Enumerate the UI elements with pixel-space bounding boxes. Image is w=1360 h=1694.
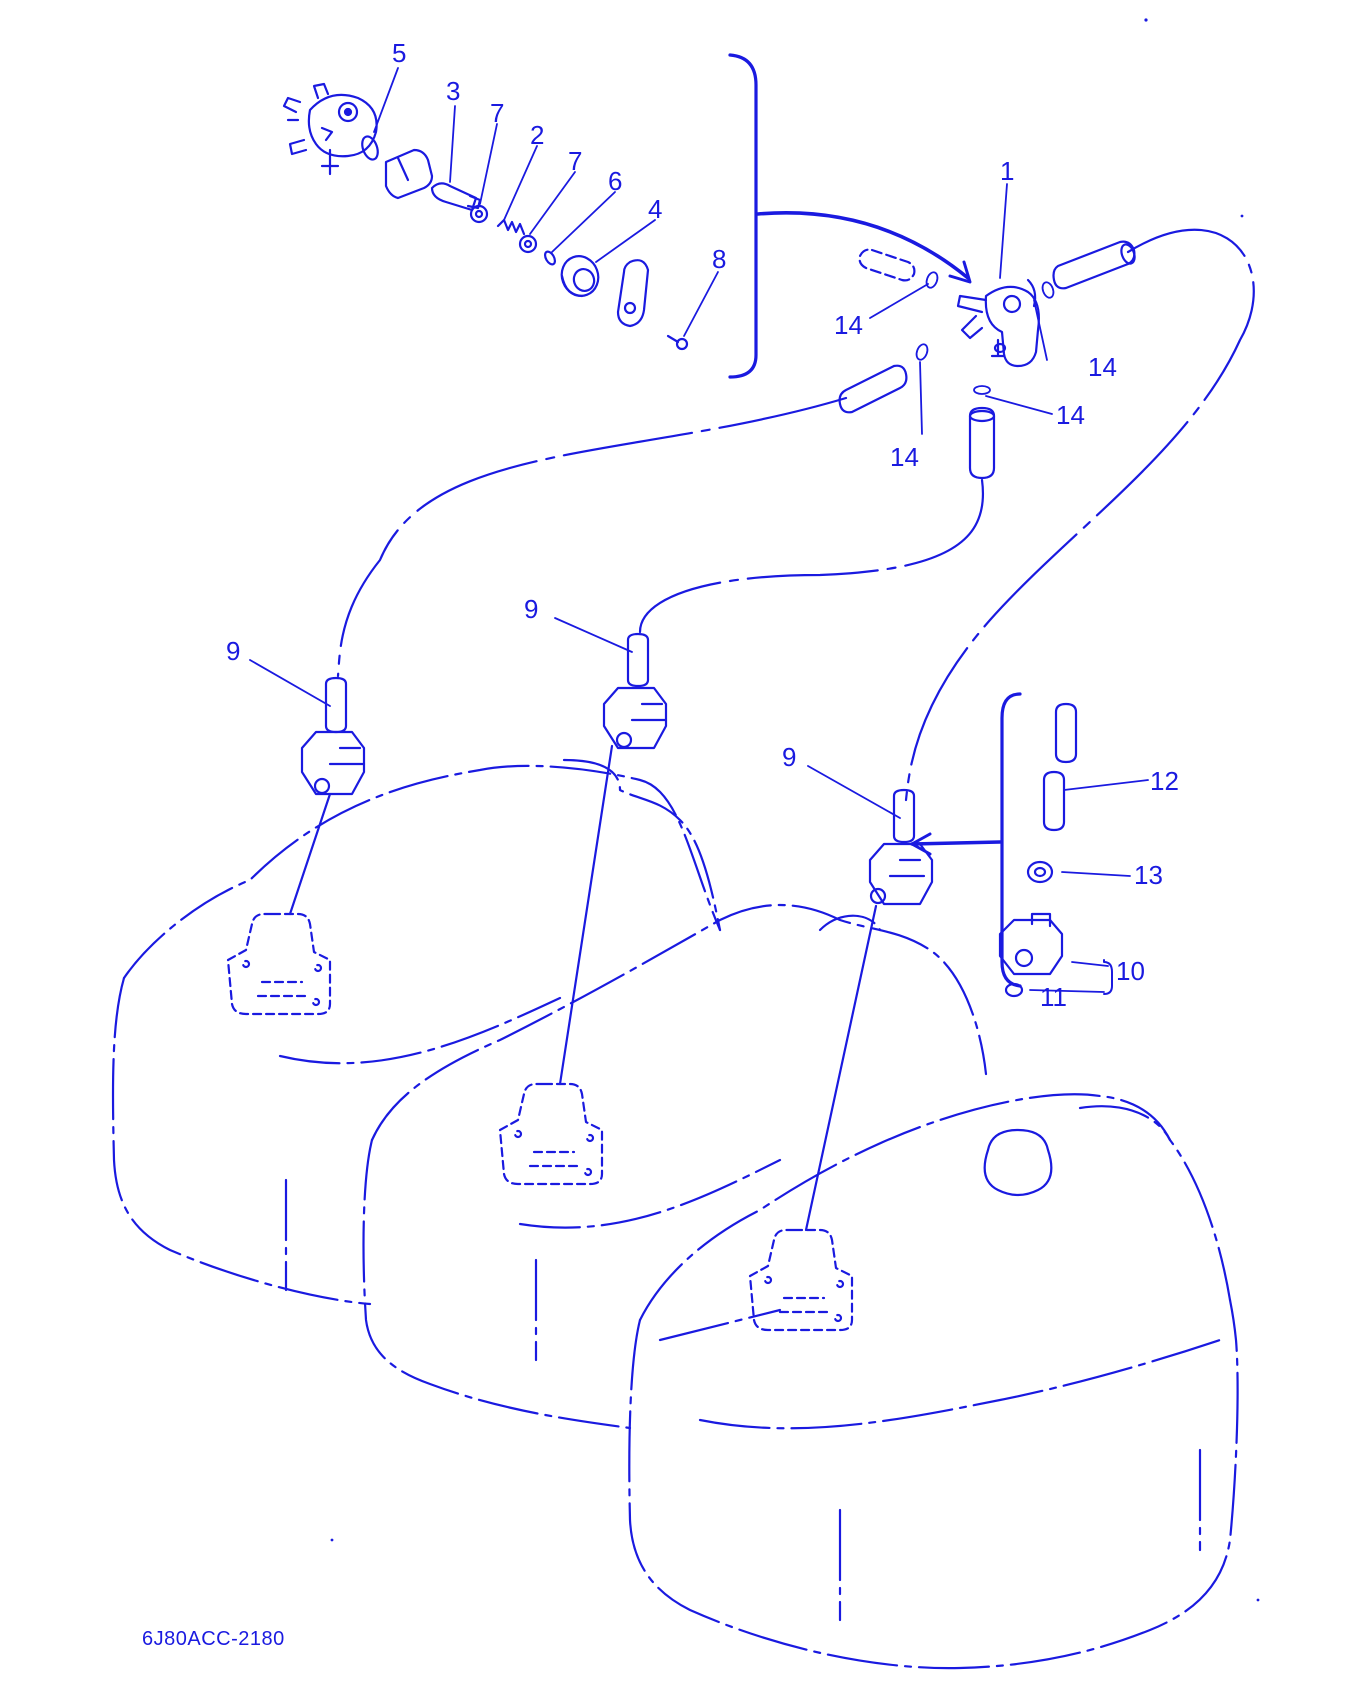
callout-14: 14: [1088, 352, 1117, 382]
joint-pin-3: [430, 182, 482, 212]
fuel-joint-body: [282, 82, 378, 176]
callout-9: 9: [782, 742, 796, 772]
leader-lines: [249, 67, 1149, 993]
washer-7a: [469, 204, 489, 224]
spring-2: [496, 218, 526, 236]
callout-2: 2: [530, 120, 544, 150]
print-specks: [330, 18, 1260, 1602]
connector-left: [300, 676, 366, 796]
arrow-to-assembly: [756, 211, 970, 280]
supply-tubes: [288, 744, 878, 1232]
fuel-tank-front: [628, 1093, 1239, 1670]
screw-8: [666, 334, 689, 351]
tank-fitting-front: [748, 1228, 854, 1332]
callout-7: 7: [490, 98, 504, 128]
callout-6: 6: [608, 166, 622, 196]
drawing-code: 6J80ACC-2180: [142, 1628, 285, 1650]
knob-4: [560, 255, 600, 298]
hose-clips-14: [915, 271, 1055, 395]
callout-8: 8: [712, 244, 726, 274]
o-ring-6: [543, 250, 557, 266]
callout-4: 4: [648, 194, 662, 224]
callout-7: 7: [568, 146, 582, 176]
callout-13: 13: [1134, 860, 1163, 890]
callout-14: 14: [890, 442, 919, 472]
callout-1: 1: [1000, 156, 1014, 186]
callout-labels: 5 3 7 2 7 6 4 8 1 14 14 14 14 9 9 9 12 1…: [226, 38, 1179, 1012]
callout-10: 10: [1116, 956, 1145, 986]
lever-handle: [616, 259, 650, 328]
callout-5: 5: [392, 38, 406, 68]
callout-3: 3: [446, 76, 460, 106]
callout-11: 11: [1040, 982, 1067, 1012]
callout-14: 14: [1056, 400, 1085, 430]
fuel-tank-middle: [362, 903, 988, 1430]
fuel-joint-assembly: [956, 278, 1040, 368]
detail-bracket-group: [910, 692, 1113, 998]
callout-12: 12: [1150, 766, 1179, 796]
fuel-lines: [336, 228, 1255, 802]
callout-9: 9: [226, 636, 240, 666]
filter-element: [384, 148, 434, 200]
fuel-tank-left: [111, 758, 722, 1306]
callout-9: 9: [524, 594, 538, 624]
o-ring-5: [361, 135, 379, 161]
washer-7b: [518, 234, 538, 254]
callout-14: 14: [834, 310, 863, 340]
bracket-right: [728, 53, 758, 379]
fuel-joint-exploded-group: [282, 53, 972, 379]
connector-middle: [602, 632, 668, 750]
tank-fitting-left: [226, 912, 332, 1016]
tank-fitting-middle: [498, 1082, 604, 1186]
